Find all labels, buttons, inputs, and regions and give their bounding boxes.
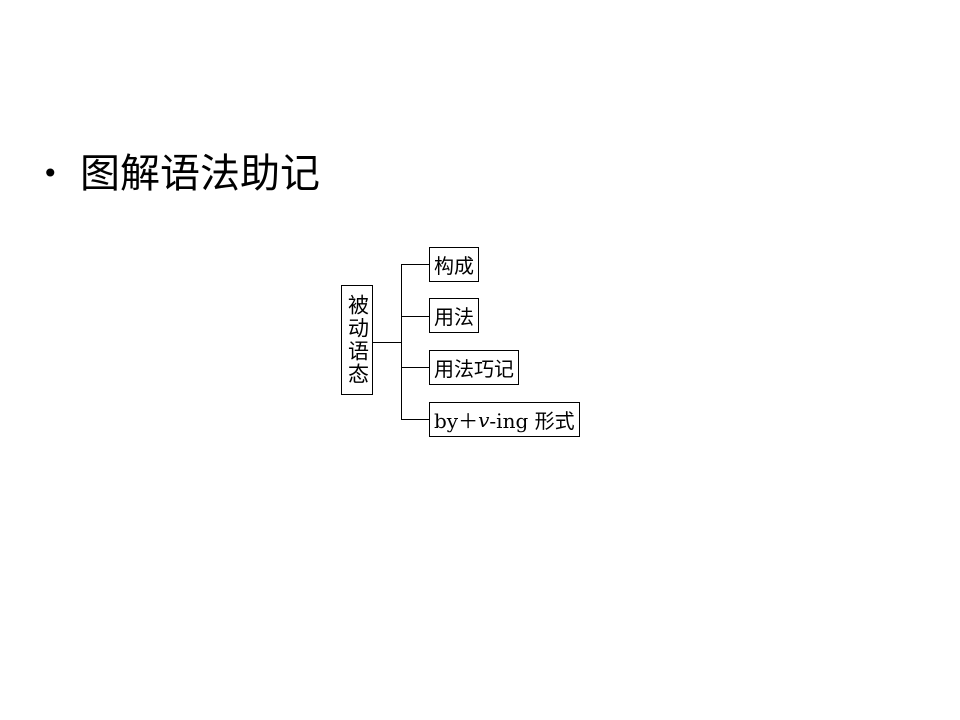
branch-node-label: 构成 <box>434 254 474 278</box>
branch-node-label-suffix: -ing 形式 <box>489 409 575 433</box>
branch-node-label-prefix: by＋ <box>434 409 479 433</box>
branch-node-label: 用法 <box>434 305 474 329</box>
branch-node-3: 用法巧记 <box>429 350 519 385</box>
branch-connector-3 <box>401 367 429 368</box>
branch-connector-1 <box>401 264 429 265</box>
branch-connector-4 <box>401 419 429 420</box>
branch-node-2: 用法 <box>429 298 479 333</box>
root-connector <box>373 342 401 343</box>
page-title: 图解语法助记 <box>80 151 320 197</box>
bullet-point: • <box>42 157 59 190</box>
root-node: 被动语态 <box>341 285 373 395</box>
branch-node-label: 用法巧记 <box>434 357 514 381</box>
branch-node-4: by＋v-ing 形式 <box>429 402 580 437</box>
branch-node-1: 构成 <box>429 247 479 282</box>
bullet-line: • 图解语法助记 <box>42 146 320 202</box>
branch-connector-2 <box>401 316 429 317</box>
root-node-label: 被动语态 <box>345 294 370 386</box>
vertical-bracket <box>401 264 402 419</box>
branch-node-label-italic: v <box>478 407 490 432</box>
